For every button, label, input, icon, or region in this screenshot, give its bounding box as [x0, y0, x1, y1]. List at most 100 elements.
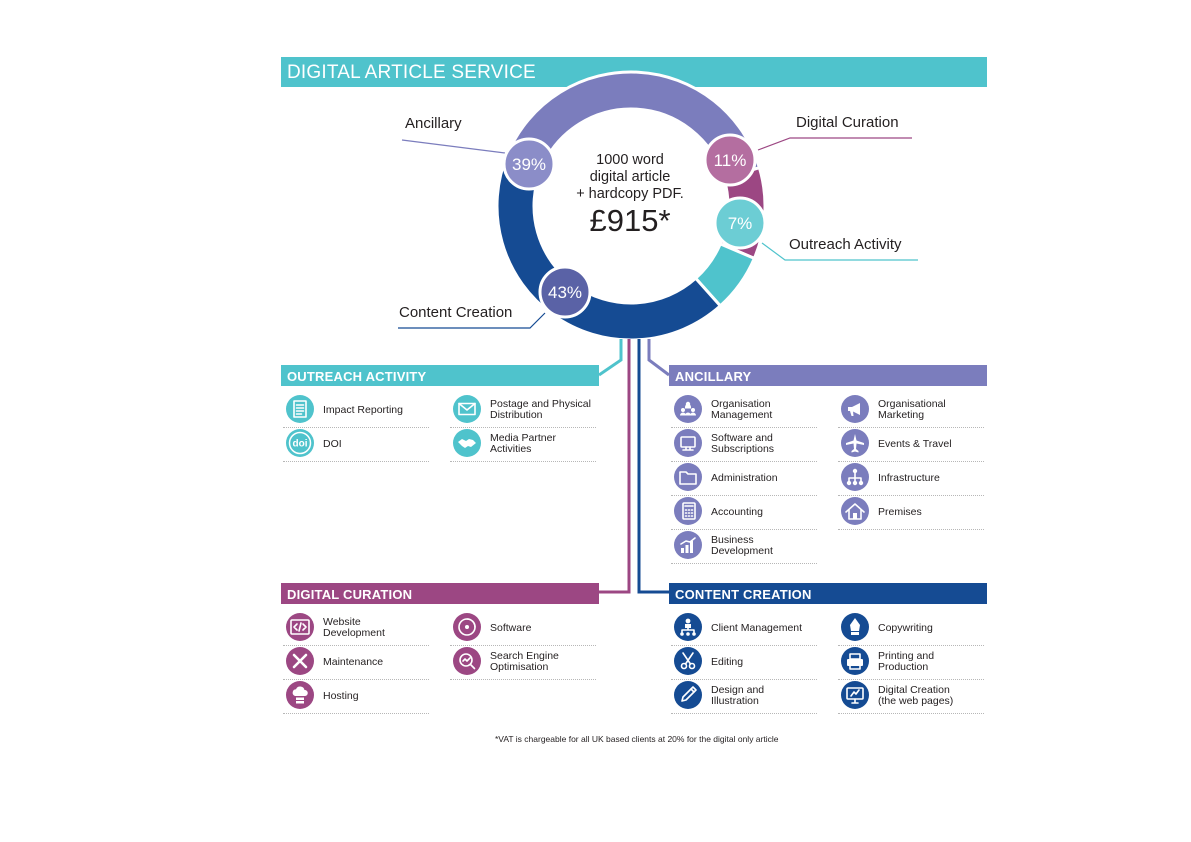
service-item-doi: doi DOI — [283, 427, 429, 462]
service-item-label: Postage and Physical Distribution — [490, 398, 591, 421]
connector-content — [637, 339, 669, 594]
seo-icon — [453, 647, 481, 675]
service-item-printing-and-production: Printing and Production — [838, 645, 984, 680]
connector-curation — [599, 339, 631, 594]
service-item-design-and-illustration: Design and Illustration — [671, 679, 817, 714]
pen-nib-icon — [841, 613, 869, 641]
monitor-icon — [841, 681, 869, 709]
percent-badge-digital-curation — [703, 133, 757, 187]
service-item-label: Organisational Marketing — [878, 398, 946, 421]
section-header-outreach-activity: OUTREACH ACTIVITY — [281, 365, 599, 386]
bar-chart-icon — [674, 531, 702, 559]
section-title-ancillary: ANCILLARY — [675, 369, 752, 384]
service-item-label: Maintenance — [323, 655, 384, 668]
center-line-2: digital article — [589, 169, 671, 185]
connector-outreach — [598, 339, 623, 377]
cloud-server-icon — [286, 681, 314, 709]
service-item-label: Events & Travel — [878, 437, 952, 450]
service-item-label: Organisation Management — [711, 398, 773, 421]
pencil-icon — [674, 681, 702, 709]
scissors-icon — [674, 647, 702, 675]
code-window-icon — [286, 613, 314, 641]
service-item-copywriting: Copywriting — [838, 611, 984, 646]
service-item-digital-creation-the-web-pages: Digital Creation (the web pages) — [838, 679, 984, 714]
calculator-icon — [674, 497, 702, 525]
service-item-label: Software and Subscriptions — [711, 432, 775, 455]
center-line-3: + hardcopy PDF. — [576, 186, 684, 202]
connector-ancillary — [647, 339, 670, 377]
service-item-label: Software — [490, 621, 532, 634]
envelope-icon — [453, 395, 481, 423]
service-item-label: Digital Creation (the web pages) — [878, 684, 954, 707]
segment-label-outreach-activity: Outreach Activity — [789, 236, 902, 253]
airplane-icon — [841, 429, 869, 457]
people-icon — [674, 395, 702, 423]
service-item-organisation-management: Organisation Management — [671, 393, 817, 428]
section-title-outreach: OUTREACH ACTIVITY — [287, 369, 427, 384]
doi-icon: doi — [286, 429, 314, 457]
service-item-label: Printing and Production — [878, 650, 935, 673]
service-item-label: DOI — [323, 437, 342, 450]
service-item-maintenance: Maintenance — [283, 645, 429, 680]
service-item-label: Premises — [878, 505, 922, 518]
segment-label-digital-curation: Digital Curation — [796, 114, 899, 131]
segment-label-content-creation: Content Creation — [399, 304, 513, 321]
section-header-ancillary: ANCILLARY — [669, 365, 987, 386]
printer-icon — [841, 647, 869, 675]
service-item-organisational-marketing: Organisational Marketing — [838, 393, 984, 428]
section-title-content: CONTENT CREATION — [675, 587, 812, 602]
center-line-1: 1000 word — [596, 152, 664, 168]
service-item-impact-reporting: Impact Reporting — [283, 393, 429, 428]
leader-line-content-creation — [398, 312, 546, 329]
network-icon — [841, 463, 869, 491]
service-item-label: Infrastructure — [878, 471, 940, 484]
service-item-accounting: Accounting — [671, 495, 817, 530]
leader-line-ancillary — [401, 139, 506, 154]
service-item-media-partner-activities: Media Partner Activities — [450, 427, 596, 462]
section-header-digital-curation: DIGITAL CURATION — [281, 583, 599, 604]
service-item-client-management: Client Management — [671, 611, 817, 646]
percent-badge-content-creation — [538, 265, 592, 319]
service-item-premises: Premises — [838, 495, 984, 530]
service-item-label: Design and Illustration — [711, 684, 765, 707]
service-item-label: Website Development — [323, 616, 385, 639]
service-item-infrastructure: Infrastructure — [838, 461, 984, 496]
section-title-curation: DIGITAL CURATION — [287, 587, 413, 602]
percent-label-digital-curation: 11% — [714, 151, 747, 170]
banner-title: DIGITAL ARTICLE SERVICE — [287, 62, 536, 83]
center-price: £915* — [589, 203, 671, 238]
segment-label-ancillary: Ancillary — [405, 115, 462, 132]
service-item-label: Business Development — [711, 534, 773, 557]
house-icon — [841, 497, 869, 525]
software-icon — [674, 429, 702, 457]
service-item-label: Hosting — [323, 689, 359, 702]
service-item-postage-and-physical-distribution: Postage and Physical Distribution — [450, 393, 596, 428]
service-item-label: Administration — [711, 471, 778, 484]
vat-footnote: *VAT is chargeable for all UK based clie… — [495, 734, 779, 744]
percent-label-outreach-activity: 7% — [728, 214, 753, 233]
service-item-label: Accounting — [711, 505, 763, 518]
service-item-label: Media Partner Activities — [490, 432, 556, 455]
service-item-label: Editing — [711, 655, 744, 668]
percent-badge-outreach-activity — [713, 196, 767, 250]
service-item-label: Impact Reporting — [323, 403, 403, 416]
service-item-business-development: Business Development — [671, 529, 817, 564]
percent-label-ancillary: 39% — [512, 155, 546, 174]
document-icon — [286, 395, 314, 423]
service-item-software: Software — [450, 611, 596, 646]
service-item-label: Client Management — [711, 621, 803, 634]
handshake-icon — [453, 429, 481, 457]
service-item-label: Search Engine Optimisation — [490, 650, 559, 673]
service-item-editing: Editing — [671, 645, 817, 680]
service-item-events-travel: Events & Travel — [838, 427, 984, 462]
disc-icon — [453, 613, 481, 641]
megaphone-icon — [841, 395, 869, 423]
leader-line-digital-curation — [757, 137, 912, 151]
service-item-website-development: Website Development — [283, 611, 429, 646]
service-item-administration: Administration — [671, 461, 817, 496]
service-item-software-and-subscriptions: Software and Subscriptions — [671, 427, 817, 462]
folder-icon — [674, 463, 702, 491]
service-item-label: Copywriting — [878, 621, 933, 634]
center-description: 1000 word digital article + hardcopy PDF… — [560, 152, 700, 203]
